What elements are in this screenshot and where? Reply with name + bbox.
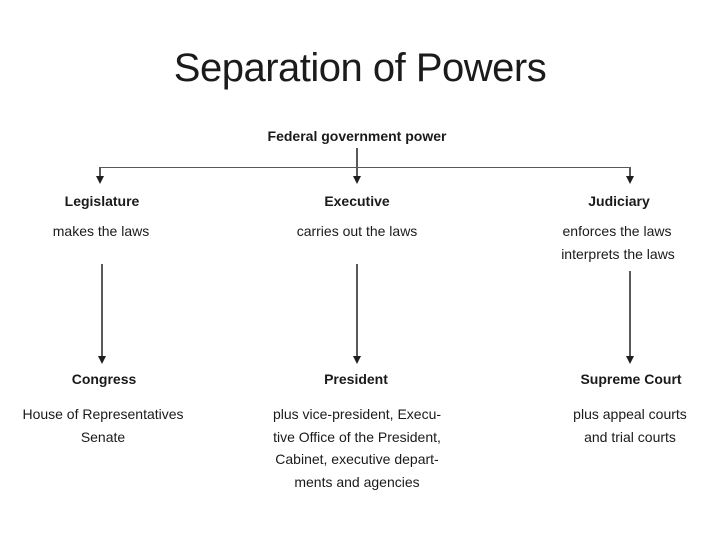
president-description-line: plus vice-president, Execu- <box>272 406 442 422</box>
president-node-description: plus vice-president, Execu- tive Office … <box>273 403 441 493</box>
legislature-arrowhead-icon <box>95 176 104 184</box>
judiciary-arrowhead-icon <box>625 176 634 184</box>
supreme-court-description-line: and trial courts <box>584 428 676 445</box>
executive-long-arrow-line <box>356 264 358 357</box>
supreme-court-node-label: Supreme Court <box>580 371 682 387</box>
congress-arrowhead-icon <box>97 356 106 364</box>
judiciary-branch-description-line1: enforces the laws <box>562 223 672 239</box>
president-description-line: Cabinet, executive depart- <box>275 451 439 467</box>
supreme-court-node-description: plus appeal courts and trial courts <box>573 403 687 448</box>
branch-crossbar-line <box>100 166 630 168</box>
executive-branch-label: Executive <box>324 193 390 209</box>
president-node-label: President <box>324 371 388 387</box>
congress-description-line: House of Representatives <box>22 406 184 422</box>
supreme-court-description-line: plus appeal courts <box>573 406 687 422</box>
slide-title: Separation of Powers <box>173 46 547 90</box>
president-arrowhead-icon <box>352 356 361 364</box>
executive-arrowhead-icon <box>352 176 361 184</box>
president-description-line: ments and agencies <box>294 473 420 490</box>
judiciary-branch-description-line2: interprets the laws <box>561 246 675 262</box>
president-description-line: tive Office of the President, <box>273 428 441 445</box>
supreme-court-arrowhead-icon <box>625 356 634 364</box>
root-node-label: Federal government power <box>267 128 447 144</box>
root-connector-vertical-line <box>356 148 358 177</box>
judiciary-long-arrow-line <box>629 271 631 357</box>
legislature-branch-label: Legislature <box>64 193 140 209</box>
executive-branch-description: carries out the laws <box>296 223 418 239</box>
congress-description-line: Senate <box>80 428 126 445</box>
legislature-branch-description: makes the laws <box>52 223 150 239</box>
judiciary-branch-stub-line <box>629 166 631 177</box>
legislature-long-arrow-line <box>101 264 103 357</box>
legislature-branch-stub-line <box>99 166 101 177</box>
congress-node-description: House of Representatives Senate <box>22 403 183 448</box>
judiciary-branch-label: Judiciary <box>588 193 650 209</box>
congress-node-label: Congress <box>71 371 137 387</box>
